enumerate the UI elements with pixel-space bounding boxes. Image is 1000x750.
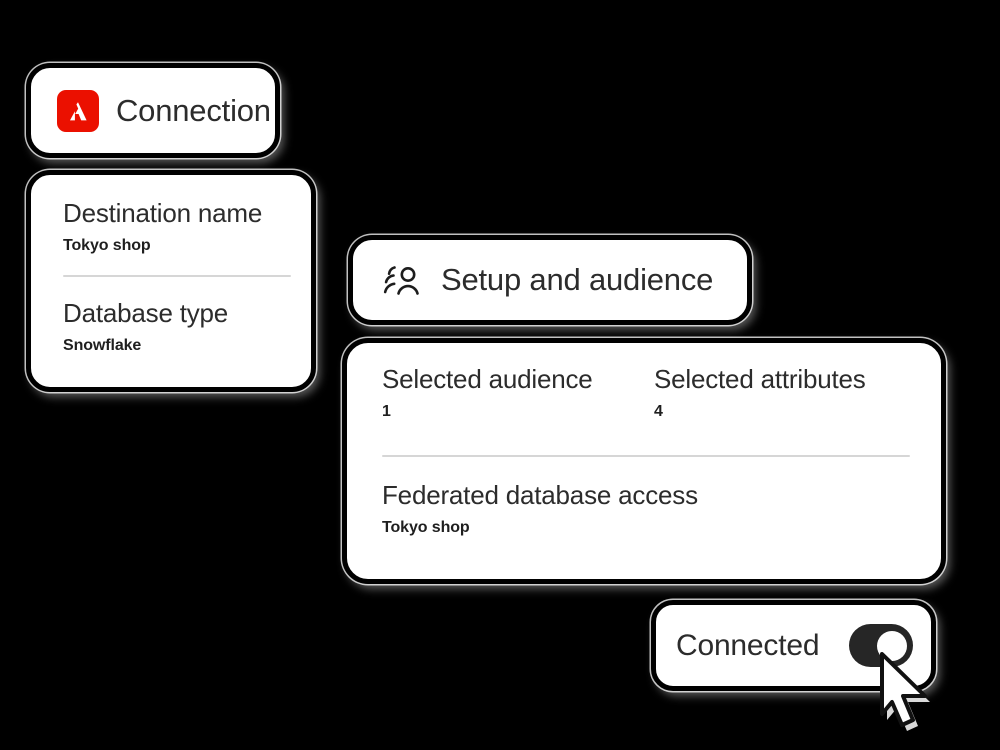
adobe-logo-icon [57, 89, 99, 132]
summary-card-divider [382, 454, 910, 457]
destination-name-value: Tokyo shop [63, 236, 151, 254]
connected-card[interactable]: Connected [651, 600, 936, 691]
setup-and-audience-card[interactable]: Setup and audience [348, 235, 752, 325]
selected-attributes-stat: Selected attributes 4 [654, 364, 904, 421]
setup-and-audience-title: Setup and audience [441, 262, 714, 297]
federated-database-access-label: Federated database access [382, 479, 698, 510]
connection-toggle-switch[interactable] [849, 624, 913, 667]
summary-stats-row: Selected audience 1 Selected attributes … [382, 364, 911, 421]
federated-database-access-value: Tokyo shop [382, 518, 470, 536]
connection-card[interactable]: Connection [26, 63, 280, 158]
selected-audience-value: 1 [382, 402, 391, 420]
connected-label: Connected [676, 628, 820, 662]
destination-details-card: Destination name Tokyo shop Database typ… [26, 170, 316, 392]
destination-name-field: Destination name Tokyo shop [63, 198, 283, 255]
selected-attributes-value: 4 [654, 402, 663, 420]
destination-name-label: Destination name [63, 198, 263, 228]
federated-database-access-field: Federated database access Tokyo shop [382, 479, 911, 537]
toggle-knob [877, 630, 907, 661]
connection-card-title: Connection [116, 92, 271, 128]
selected-audience-label: Selected audience [382, 364, 593, 394]
summary-card: Selected audience 1 Selected attributes … [342, 338, 946, 584]
selected-audience-stat: Selected audience 1 [382, 364, 654, 421]
selected-attributes-label: Selected attributes [654, 364, 866, 394]
database-type-value: Snowflake [63, 336, 142, 354]
database-type-label: Database type [63, 297, 229, 328]
database-type-field: Database type Snowflake [63, 297, 283, 355]
audience-group-icon [383, 266, 419, 295]
destination-card-divider [63, 274, 291, 277]
